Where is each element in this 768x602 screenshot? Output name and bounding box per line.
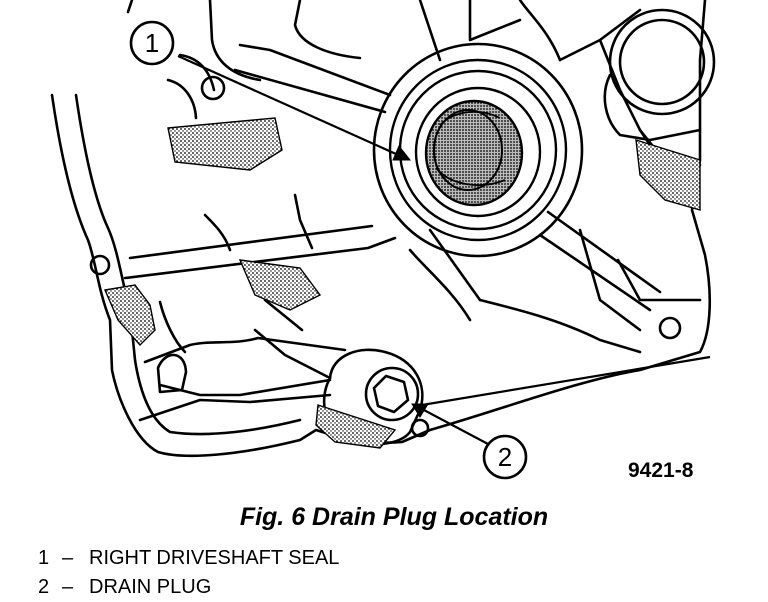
case-outer-contour xyxy=(50,0,712,458)
shading-right-side xyxy=(635,139,701,211)
pointer-line-right xyxy=(421,355,711,407)
shading-left-rim xyxy=(104,284,156,347)
figure-caption: Fig. 6 Drain Plug Location xyxy=(239,503,549,531)
case-hole-right xyxy=(658,316,682,340)
figure-code: 9421-8 xyxy=(628,459,694,482)
legend-label: DRAIN PLUG xyxy=(89,576,212,598)
transaxle-case-illustration: 1 2 9421-8 xyxy=(50,0,716,482)
callout-1-leader xyxy=(177,54,397,156)
legend-item: 1–RIGHT DRIVESHAFT SEAL xyxy=(38,544,339,573)
callout-2: 2 xyxy=(482,434,528,480)
case-hole-left-3 xyxy=(89,254,111,276)
callout-legend: 1–RIGHT DRIVESHAFT SEAL 2–DRAIN PLUG xyxy=(38,544,339,602)
callout-2-number: 2 xyxy=(498,442,512,472)
seal-bore-outer-ring xyxy=(372,42,584,258)
legend-separator: – xyxy=(62,547,74,569)
shading-below-boss xyxy=(315,404,397,449)
callout-2-leader xyxy=(421,408,489,445)
drain-plug-hex xyxy=(372,374,410,414)
callout-1: 1 xyxy=(129,20,175,66)
callout-1-arrowhead xyxy=(392,145,412,161)
legend-number: 2 xyxy=(38,576,50,598)
callout-2-arrowhead xyxy=(411,403,429,418)
rib-diag-right xyxy=(538,210,662,312)
shading-lower-center xyxy=(238,259,322,311)
case-hole-bottom xyxy=(410,418,430,438)
callout-1-number: 1 xyxy=(145,28,159,58)
legend-label: RIGHT DRIVESHAFT SEAL xyxy=(89,547,340,569)
shading-upper-left xyxy=(167,117,283,171)
legend-item: 2–DRAIN PLUG xyxy=(38,573,339,602)
legend-separator: – xyxy=(62,576,74,598)
case-hole-upper-right xyxy=(618,18,706,106)
rib-lower-left xyxy=(123,224,397,280)
legend-number: 1 xyxy=(38,547,50,569)
case-hole-left-1 xyxy=(200,75,226,101)
